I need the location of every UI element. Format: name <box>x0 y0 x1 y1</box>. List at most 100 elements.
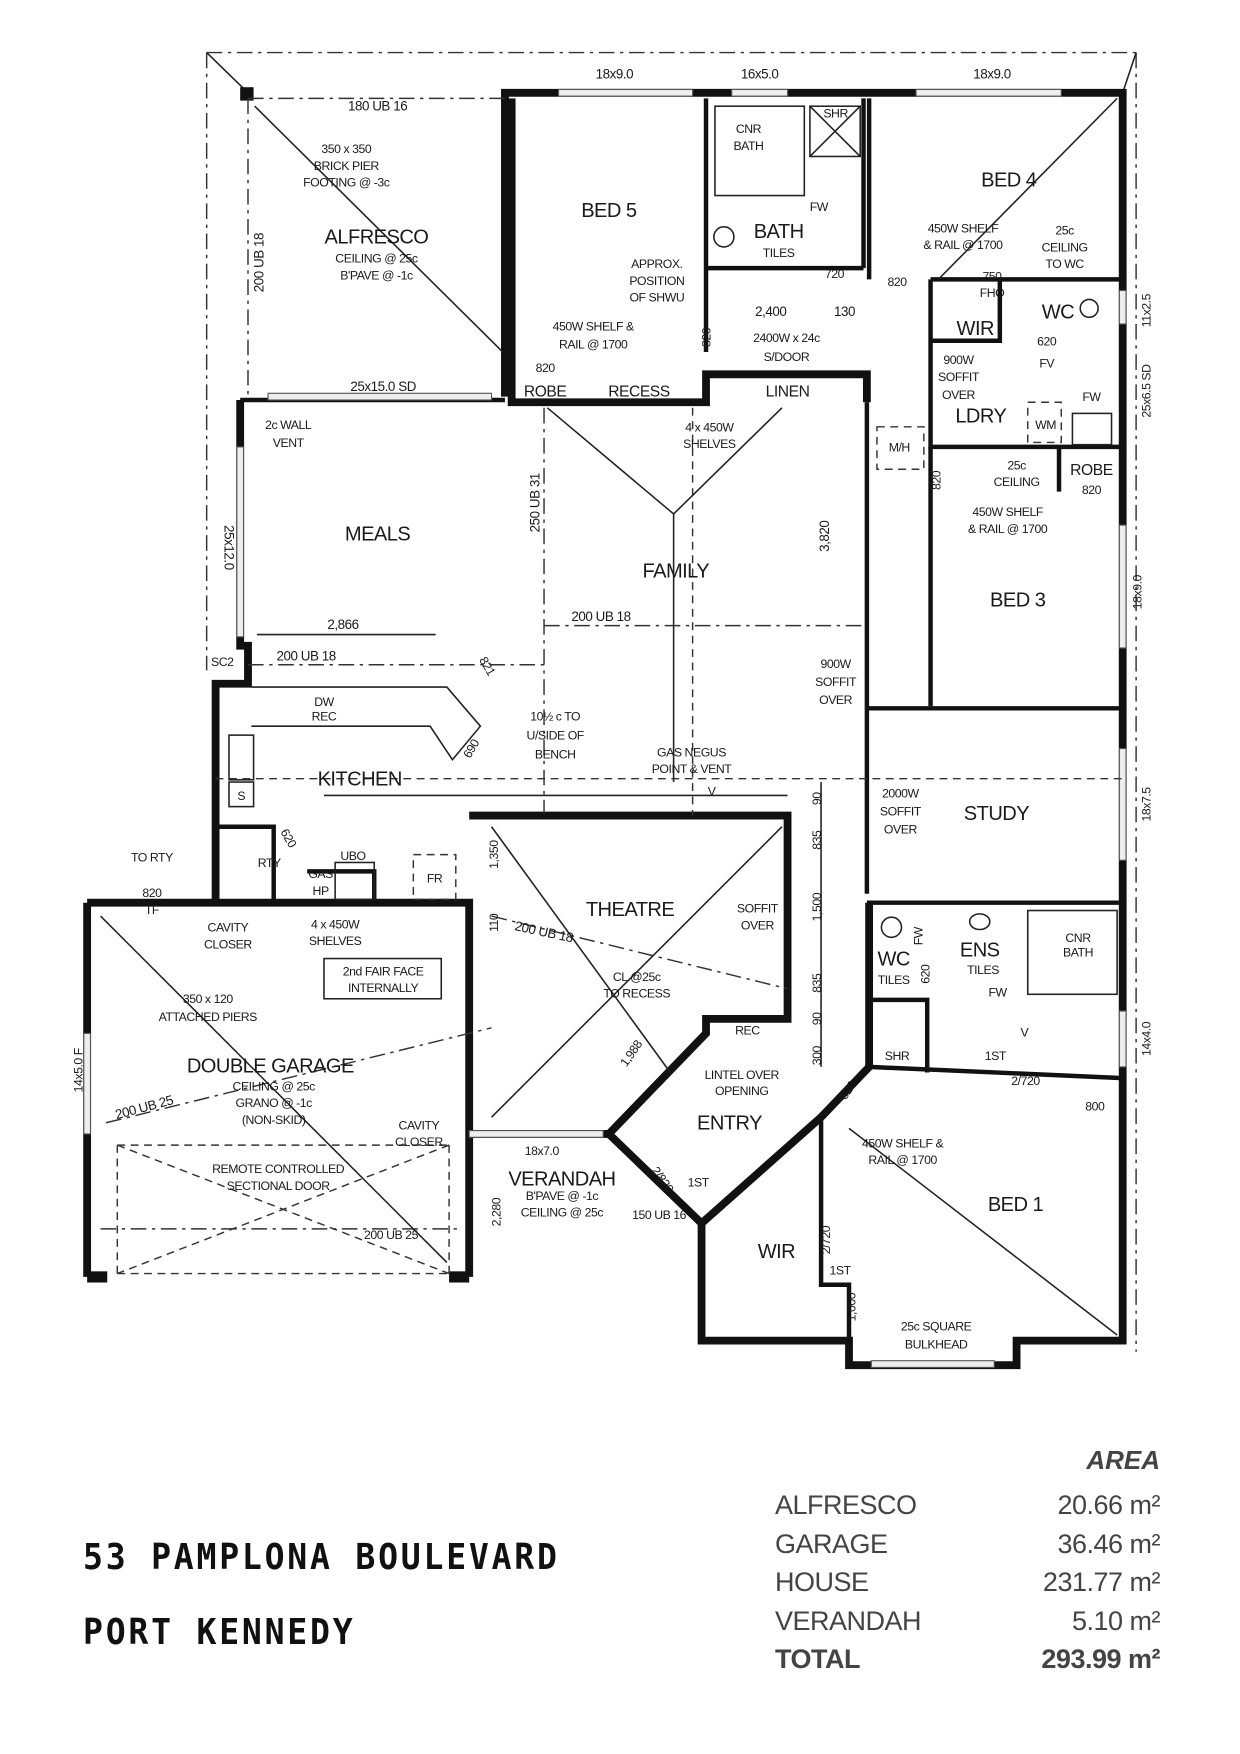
note: OF SHWU <box>629 291 684 305</box>
note: RAIL @ 1700 <box>868 1153 937 1167</box>
dimension: 820 <box>536 361 556 375</box>
note: CEILING @ 25c <box>335 252 418 266</box>
window-size: 18x9.0 <box>1131 574 1145 609</box>
annotations: 18x9.0 16x5.0 18x9.0 180 UB 16 350 x 350… <box>72 66 1154 1351</box>
note: BRICK PIER <box>314 159 380 173</box>
dimension: 800 <box>1085 1099 1105 1113</box>
note: CAVITY <box>399 1118 440 1132</box>
address-line-2: PORT KENNEDY <box>83 1612 356 1653</box>
room-bed5: BED 5 <box>581 200 637 222</box>
room-robe-bed3: ROBE <box>1070 462 1113 479</box>
note: FHO <box>980 286 1005 300</box>
note: 450W SHELF <box>928 221 999 235</box>
dimension: 620 <box>1037 334 1057 348</box>
room-family: FAMILY <box>643 561 710 583</box>
walls <box>83 87 1127 1370</box>
dimension: 820 <box>142 886 162 900</box>
area-total-label: TOTAL <box>775 1644 861 1674</box>
room-verandah: VERANDAH <box>508 1168 615 1190</box>
room-meals: MEALS <box>345 524 410 546</box>
windows <box>83 88 1127 1368</box>
note: B'PAVE @ -1c <box>340 268 413 282</box>
dimension: 300 <box>810 1046 824 1066</box>
area-label: VERANDAH <box>775 1605 922 1636</box>
window-size: 25x12.0 <box>222 525 237 570</box>
room-linen: LINEN <box>766 384 810 401</box>
window-size: 18x7.0 <box>525 1144 560 1158</box>
note: SHELVES <box>309 934 362 948</box>
note: SC2 <box>211 655 234 669</box>
note: CLOSER <box>204 937 252 951</box>
note: 2000W <box>882 787 919 801</box>
note: 25c SQUARE <box>901 1320 972 1334</box>
note: DW <box>314 695 334 709</box>
dimension: 1,988 <box>617 1037 645 1069</box>
dimension: 90 <box>810 792 824 805</box>
note: 4 x 450W <box>311 917 360 931</box>
note: FV <box>1039 357 1055 371</box>
beam-label: 150 UB 16 <box>632 1208 687 1222</box>
note: 2c WALL <box>265 418 312 432</box>
note: BULKHEAD <box>905 1337 968 1351</box>
note: 750 <box>982 269 1002 283</box>
note: FW <box>810 200 829 214</box>
note: ATTACHED PIERS <box>159 1010 258 1024</box>
area-heading: AREA <box>1086 1445 1160 1475</box>
note: 1ST <box>985 1049 1007 1063</box>
note: 1ST <box>829 1264 851 1278</box>
note: REC <box>735 1024 760 1038</box>
note: BENCH <box>535 748 576 762</box>
note: B'PAVE @ -1c <box>526 1189 599 1203</box>
note: 2400W x 24c <box>753 331 820 345</box>
note: CEILING @ 25c <box>233 1079 316 1093</box>
note: 25c <box>1055 224 1074 238</box>
note: & RAIL @ 1700 <box>968 522 1048 536</box>
note: SECTIONAL DOOR <box>227 1179 331 1193</box>
note: CAVITY <box>208 921 249 935</box>
note: VENT <box>273 436 305 450</box>
note: RTY <box>258 856 281 870</box>
note: CEILING @ 25c <box>521 1206 604 1220</box>
fixtures <box>228 105 1118 1000</box>
note: FW <box>1082 390 1101 404</box>
dimension: 820 <box>1082 483 1102 497</box>
note: HP <box>313 884 329 898</box>
note: S <box>237 789 245 803</box>
dimension: 720 <box>825 267 845 281</box>
dimension: 2,280 <box>489 1197 503 1226</box>
dimension: 90 <box>810 1012 824 1025</box>
note: 900W <box>820 657 851 671</box>
beam-label: 200 UB 18 <box>276 648 335 663</box>
note: BATH <box>733 139 763 153</box>
note: CL @25c <box>613 970 661 984</box>
note: V <box>708 784 717 798</box>
beam-label: 200 UB 18 <box>252 233 267 292</box>
note: CEILING <box>994 475 1040 489</box>
note: SOFFIT <box>880 805 922 819</box>
dimension: 820 <box>887 275 907 289</box>
note: OVER <box>942 388 976 402</box>
note: POINT & VENT <box>652 762 733 776</box>
dimension: 2/720 <box>1011 1074 1040 1088</box>
note: 450W SHELF & <box>553 320 634 334</box>
dimension: 620 <box>277 826 299 850</box>
window-size: 14x5.0 F <box>72 1048 86 1092</box>
note: FW <box>988 986 1007 1000</box>
room-wc-ens: WC <box>878 948 910 970</box>
room-bed1: BED 1 <box>988 1194 1044 1216</box>
dimension: 3,820 <box>817 521 832 552</box>
beam-label: 200 UB 25 <box>364 1228 419 1242</box>
dimension: 1,000 <box>845 1292 859 1321</box>
note: SHELVES <box>683 437 736 451</box>
note: GRANO @ -1c <box>236 1096 313 1110</box>
note: REMOTE CONTROLLED <box>212 1162 345 1176</box>
room-bath: BATH <box>754 221 804 243</box>
note: 350 x 120 <box>183 992 233 1006</box>
note: OPENING <box>715 1084 768 1098</box>
note: & RAIL @ 1700 <box>923 238 1003 252</box>
room-entry: ENTRY <box>697 1112 762 1134</box>
